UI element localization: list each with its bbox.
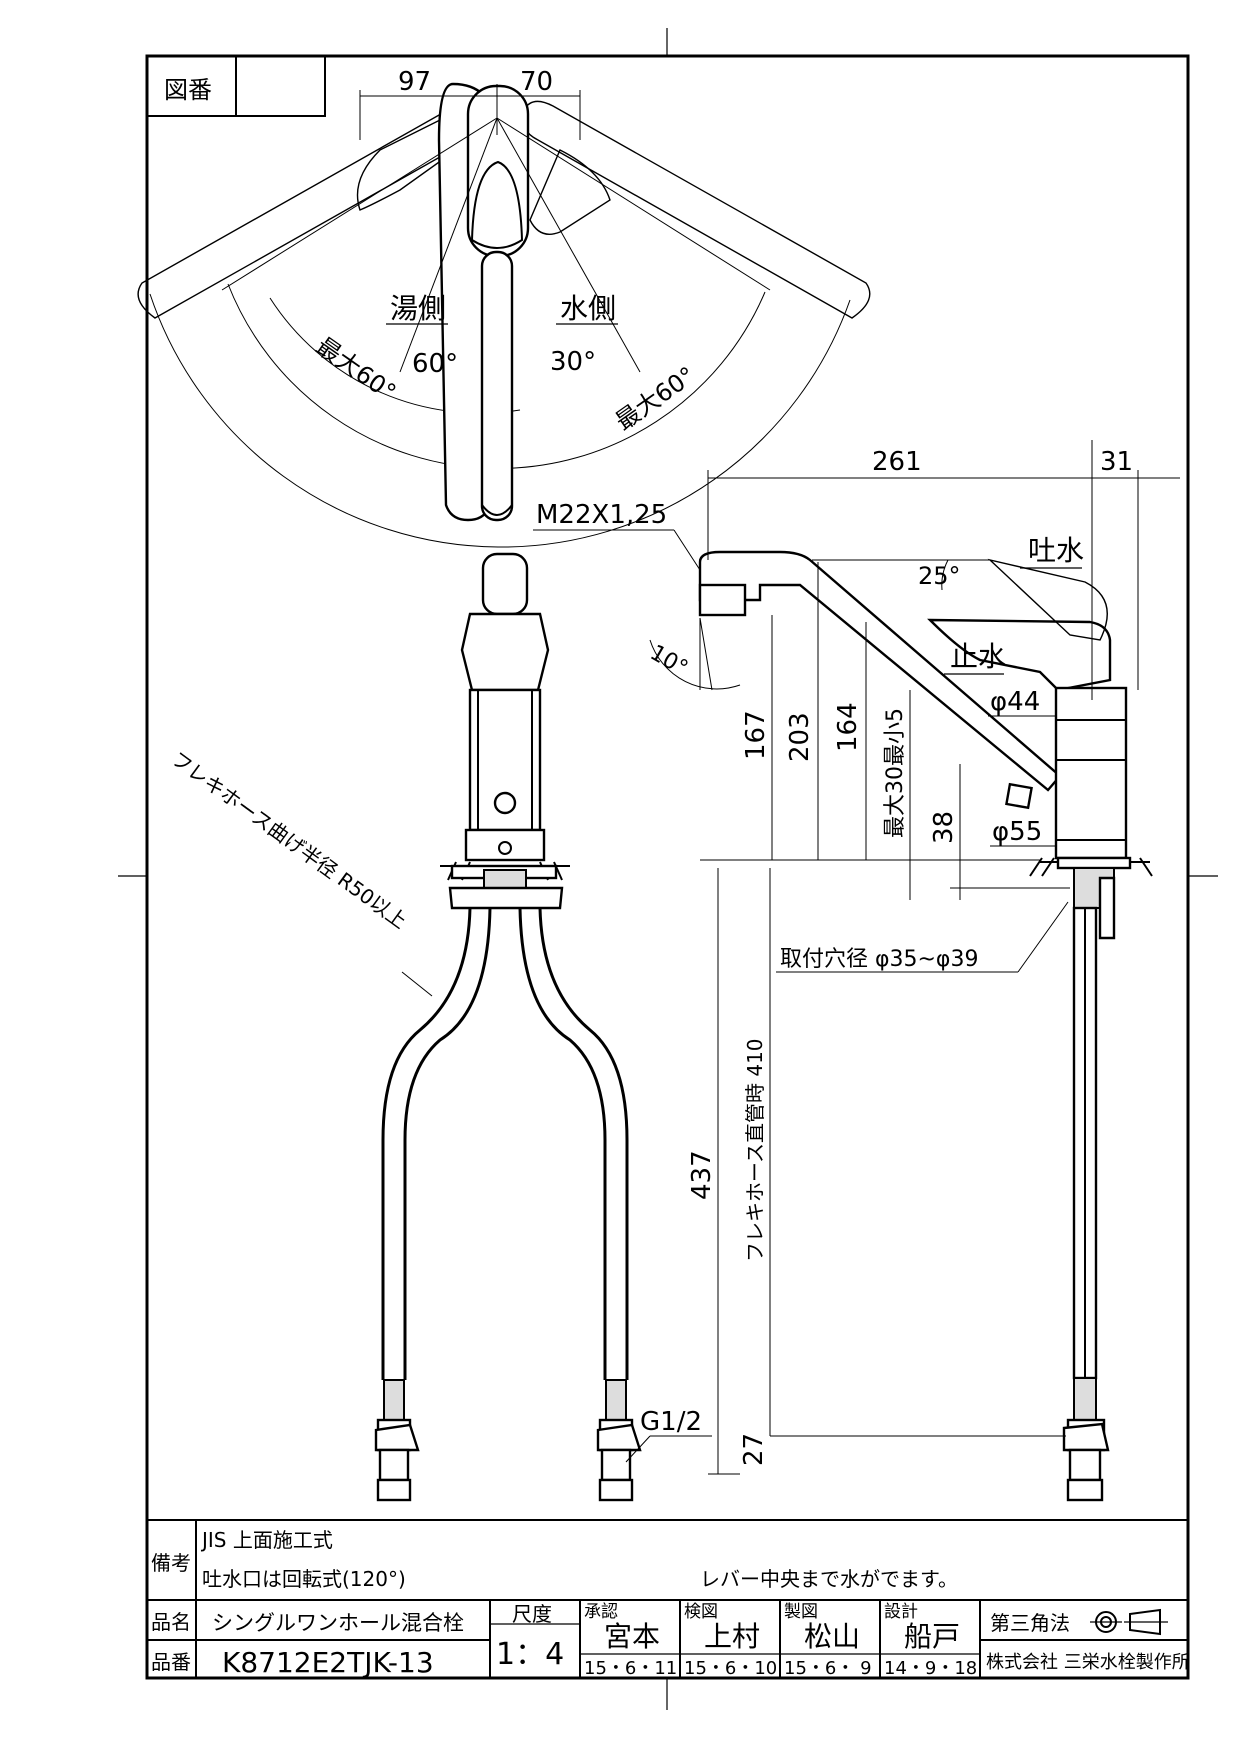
check-label: 検図	[684, 1602, 718, 1622]
notes-line1: JIS 上面施工式	[200, 1528, 333, 1552]
top-view: 97 70 湯側 水側 60° 30° 最大60° 最大60°	[137, 67, 871, 548]
notes-line2: 吐水口は回転式(120°)	[202, 1567, 406, 1591]
angle-25: 25°	[918, 562, 961, 590]
hinban-label: 品番	[151, 1650, 191, 1674]
company-name: 株式会社 三栄水栓製作所	[986, 1652, 1190, 1673]
hinban-value: K8712E2TJK-13	[222, 1646, 434, 1679]
hinmei-label: 品名	[151, 1610, 191, 1634]
dim-70: 70	[520, 67, 553, 97]
approve-name: 宮本	[604, 1620, 660, 1653]
design-name: 船戸	[904, 1620, 960, 1653]
dim-261: 261	[872, 447, 922, 477]
hose-straight-label: フレキホース直管時 410	[743, 1038, 767, 1262]
max-angle-left: 最大60°	[311, 332, 401, 407]
front-view: フレキホース曲げ半径 R50以上 G1/2	[167, 552, 712, 1502]
projection-label: 第三角法	[990, 1611, 1070, 1635]
stop-label: 止水	[950, 640, 1006, 673]
hose-bend-radius-label: フレキホース曲げ半径 R50以上	[167, 747, 411, 934]
dim-167: 167	[741, 710, 771, 760]
hot-side-label: 湯側	[390, 292, 446, 325]
side-view: 261 31 M22X1,25 吐水 25° 止水 10° φ44 φ55 16…	[533, 440, 1180, 1502]
thread-g12: G1/2	[640, 1407, 702, 1437]
draw-date: 15・6・ 9	[784, 1658, 872, 1679]
check-date: 15・6・10	[684, 1658, 777, 1679]
check-name: 上村	[704, 1620, 760, 1653]
angle-30: 30°	[550, 347, 596, 377]
approve-date: 15・6・11	[584, 1658, 677, 1679]
design-label: 設計	[884, 1602, 918, 1622]
cold-side-label: 水側	[560, 292, 616, 325]
notes-label: 備考	[151, 1551, 191, 1575]
drawing-number-box: 図番	[146, 55, 326, 117]
dia-44: φ44	[990, 687, 1040, 717]
angle-60: 60°	[412, 349, 458, 379]
scale-value: 1：4	[496, 1637, 564, 1672]
draw-label: 製図	[784, 1602, 818, 1622]
dim-437: 437	[687, 1150, 717, 1200]
dim-max30-min5: 最大30最小5	[883, 708, 908, 838]
dim-27: 27	[739, 1433, 769, 1466]
thread-m22: M22X1,25	[536, 500, 667, 530]
dim-38: 38	[929, 811, 959, 844]
approve-label: 承認	[584, 1602, 618, 1622]
hinmei-value: シングルワンホール混合栓	[212, 1611, 464, 1635]
dia-55: φ55	[992, 817, 1042, 847]
draw-name: 松山	[804, 1620, 860, 1653]
mount-hole-label: 取付穴径 φ35~φ39	[780, 947, 978, 972]
spout-label: 吐水	[1028, 534, 1084, 567]
dim-31: 31	[1100, 447, 1133, 477]
design-date: 14・9・18	[884, 1658, 977, 1679]
title-block: 品名 シングルワンホール混合栓 品番 K8712E2TJK-13 尺度 1：4 …	[147, 1600, 1190, 1679]
third-angle-projection-icon	[1090, 1608, 1168, 1636]
dim-164: 164	[833, 702, 863, 752]
drawing-number-label: 図番	[164, 76, 212, 104]
dim-203: 203	[785, 712, 815, 762]
notes-block: 備考 JIS 上面施工式 吐水口は回転式(120°) レバー中央まで水がでます。	[147, 1519, 1188, 1678]
dim-97: 97	[398, 67, 431, 97]
notes-line3: レバー中央まで水がでます。	[700, 1567, 958, 1591]
scale-label: 尺度	[512, 1602, 552, 1626]
